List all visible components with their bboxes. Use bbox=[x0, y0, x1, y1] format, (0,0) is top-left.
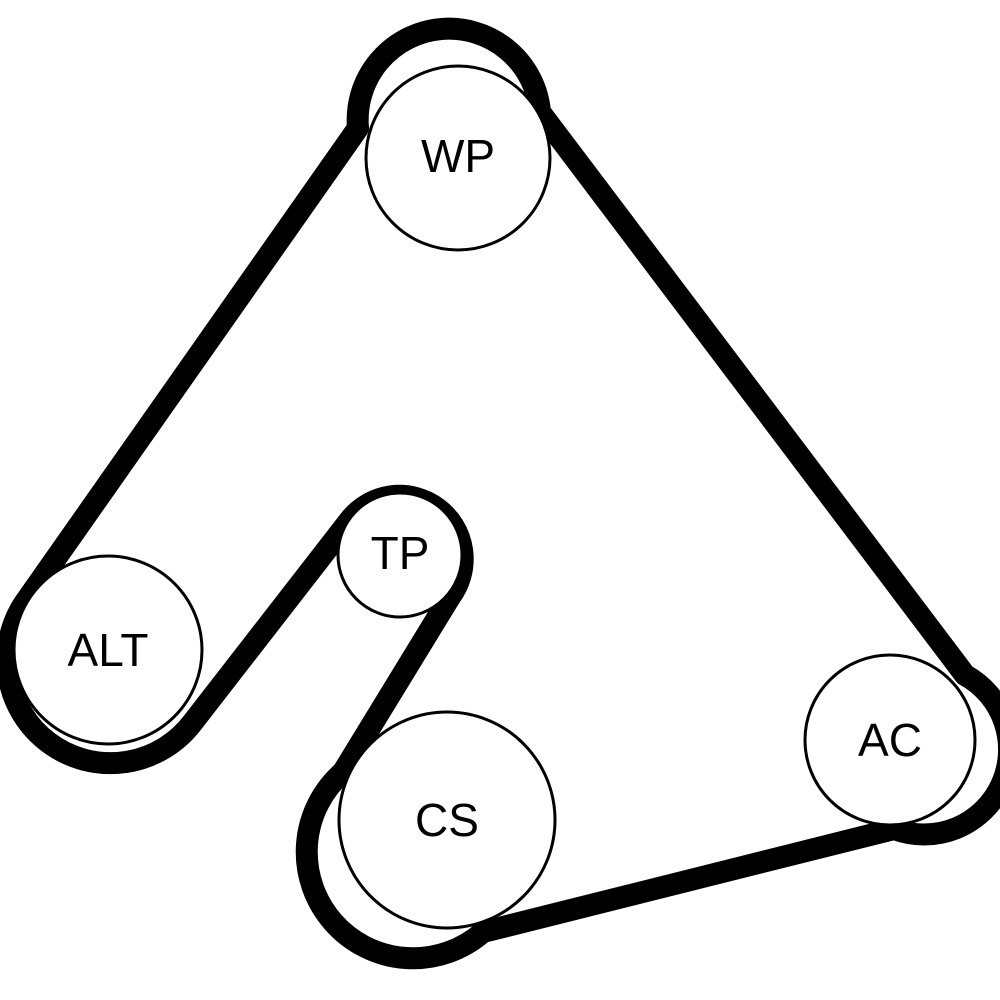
pulley-wp-label: WP bbox=[421, 130, 495, 182]
pulley-cs: CS bbox=[337, 710, 557, 930]
pulley-ac-label: AC bbox=[858, 714, 922, 766]
pulley-ac-circle bbox=[803, 653, 977, 827]
pulley-wp-circle bbox=[364, 64, 552, 252]
pulley-tp: TP bbox=[336, 491, 464, 619]
pulley-wp: WP bbox=[364, 64, 552, 252]
pulley-alt: ALT bbox=[12, 554, 204, 746]
pulley-alt-label: ALT bbox=[68, 624, 149, 676]
pulley-cs-label: CS bbox=[415, 794, 479, 846]
pulley-tp-circle bbox=[336, 491, 464, 619]
pulley-cs-circle bbox=[337, 710, 557, 930]
pulley-tp-label: TP bbox=[371, 527, 430, 579]
pulley-alt-circle bbox=[12, 554, 204, 746]
serpentine-belt bbox=[0, 17, 1000, 970]
pulley-ac: AC bbox=[803, 653, 977, 827]
